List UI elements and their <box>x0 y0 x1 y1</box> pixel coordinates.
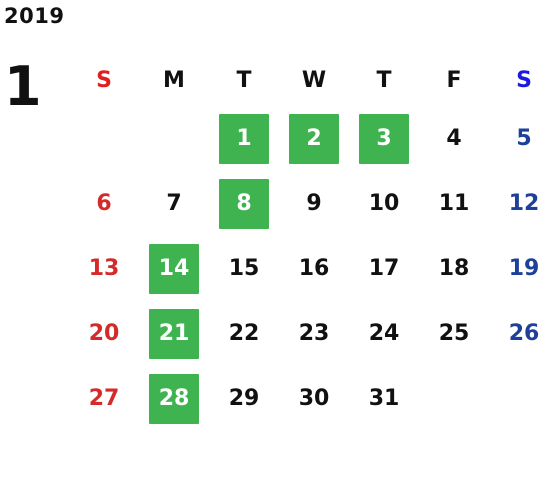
day-number: 7 <box>166 191 182 216</box>
day-number: 6 <box>96 191 112 216</box>
empty-day-cell <box>69 106 139 171</box>
day-cell[interactable]: 17 <box>349 236 419 301</box>
day-cell[interactable]: 14 <box>139 236 209 301</box>
day-number: 3 <box>359 113 409 164</box>
day-number: 11 <box>438 191 470 216</box>
day-cell[interactable]: 11 <box>419 171 489 236</box>
day-number <box>499 374 548 424</box>
day-number: 25 <box>438 321 470 346</box>
day-cell[interactable]: 22 <box>209 301 279 366</box>
day-number: 27 <box>88 386 120 411</box>
weekday-header-sun: S <box>96 67 112 93</box>
day-number: 14 <box>149 243 199 294</box>
day-cell[interactable]: 15 <box>209 236 279 301</box>
day-cell[interactable]: 9 <box>279 171 349 236</box>
empty-day-cell <box>139 106 209 171</box>
weekday-header-thu: T <box>376 67 392 93</box>
day-number: 12 <box>508 191 540 216</box>
day-number: 24 <box>368 321 400 346</box>
empty-day-cell <box>419 366 489 431</box>
day-cell[interactable]: 18 <box>419 236 489 301</box>
empty-day-cell <box>489 366 548 431</box>
day-cell[interactable]: 10 <box>349 171 419 236</box>
day-number: 29 <box>228 386 260 411</box>
day-number <box>79 114 129 164</box>
day-number: 8 <box>219 178 269 229</box>
day-number: 30 <box>298 386 330 411</box>
day-number: 26 <box>508 321 540 346</box>
day-cell[interactable]: 7 <box>139 171 209 236</box>
weekday-header-wed: W <box>301 67 327 93</box>
day-cell[interactable]: 6 <box>69 171 139 236</box>
day-cell[interactable]: 24 <box>349 301 419 366</box>
day-number <box>429 374 479 424</box>
day-cell[interactable]: 27 <box>69 366 139 431</box>
day-cell[interactable]: 5 <box>489 106 548 171</box>
day-number: 19 <box>508 256 540 281</box>
day-cell[interactable]: 3 <box>349 106 419 171</box>
day-number: 9 <box>306 191 322 216</box>
day-cell[interactable]: 20 <box>69 301 139 366</box>
day-number: 22 <box>228 321 260 346</box>
day-cell[interactable]: 13 <box>69 236 139 301</box>
day-number: 1 <box>219 113 269 164</box>
day-cell[interactable]: 30 <box>279 366 349 431</box>
day-number: 31 <box>368 386 400 411</box>
day-cell[interactable]: 21 <box>139 301 209 366</box>
day-number: 28 <box>149 373 199 424</box>
day-cell[interactable]: 8 <box>209 171 279 236</box>
day-number: 18 <box>438 256 470 281</box>
weekday-header-mon: M <box>163 67 185 93</box>
day-cell[interactable]: 1 <box>209 106 279 171</box>
day-number: 20 <box>88 321 120 346</box>
weekday-header-sat: S <box>516 67 532 93</box>
calendar-month: 1 <box>4 55 42 118</box>
day-number: 4 <box>446 126 462 151</box>
day-number: 16 <box>298 256 330 281</box>
day-number: 15 <box>228 256 260 281</box>
day-cell[interactable]: 19 <box>489 236 548 301</box>
day-cell[interactable]: 25 <box>419 301 489 366</box>
day-cell[interactable]: 4 <box>419 106 489 171</box>
day-cell[interactable]: 29 <box>209 366 279 431</box>
day-number: 2 <box>289 113 339 164</box>
day-cell[interactable]: 12 <box>489 171 548 236</box>
day-cell[interactable]: 31 <box>349 366 419 431</box>
day-number: 23 <box>298 321 330 346</box>
day-cell[interactable]: 28 <box>139 366 209 431</box>
calendar-year: 2019 <box>4 4 65 28</box>
day-cell[interactable]: 26 <box>489 301 548 366</box>
day-number: 21 <box>149 308 199 359</box>
weekday-header-tue: T <box>236 67 252 93</box>
day-number: 10 <box>368 191 400 216</box>
day-cell[interactable]: 16 <box>279 236 349 301</box>
day-cell[interactable]: 23 <box>279 301 349 366</box>
day-number <box>149 114 199 164</box>
day-number: 17 <box>368 256 400 281</box>
weekday-header-fri: F <box>446 67 462 93</box>
calendar-grid: S M T W T F S 1 2 3 4 5 6 7 8 9 10 11 12… <box>69 54 548 431</box>
day-number: 5 <box>516 126 532 151</box>
day-cell[interactable]: 2 <box>279 106 349 171</box>
day-number: 13 <box>88 256 120 281</box>
